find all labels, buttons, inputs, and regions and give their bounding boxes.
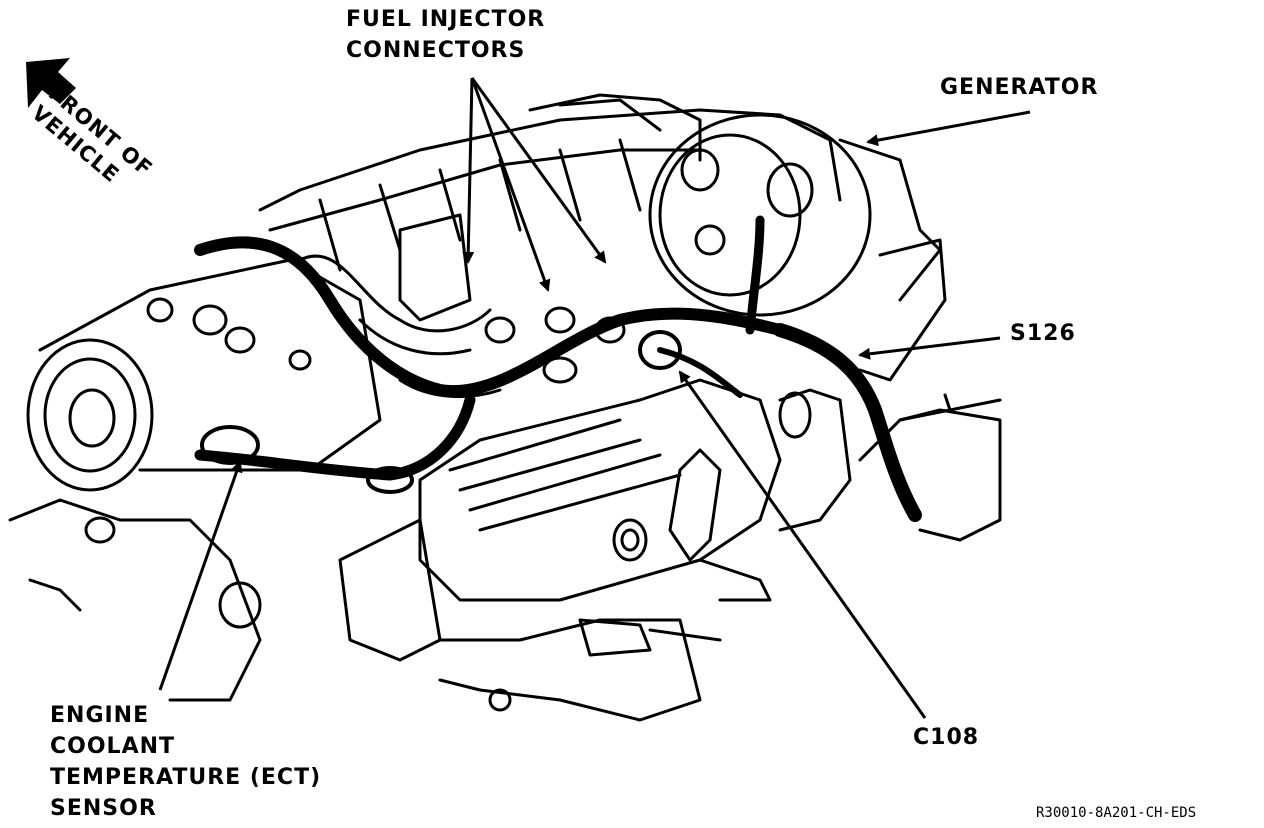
ect-line-4: SENSOR	[50, 796, 157, 821]
fuel-injector-connectors-label: FUEL INJECTOR CONNECTORS	[346, 4, 545, 66]
fuel-injector-leader-1	[462, 77, 475, 264]
s126-label: S126	[1010, 321, 1076, 346]
fuel-line-2: CONNECTORS	[346, 38, 526, 63]
callout-leaders	[158, 77, 1031, 719]
front-arrow-icon	[26, 58, 76, 108]
fuel-injector-leader-3	[470, 77, 607, 264]
reference-code: R30010-8A201-CH-EDS	[1036, 805, 1197, 821]
c108-label: C108	[913, 725, 980, 750]
engine-illustration	[8, 93, 1002, 722]
ect-line-3: TEMPERATURE (ECT)	[50, 765, 322, 790]
ect-line-2: COOLANT	[50, 734, 176, 759]
generator-label: GENERATOR	[940, 75, 1099, 100]
s126-leader	[858, 336, 1001, 360]
ect-line-1: ENGINE	[50, 703, 150, 728]
c108-leader	[678, 370, 927, 719]
generator-leader	[866, 110, 1031, 147]
fuel-injector-leader-2	[470, 77, 551, 292]
wiring-harness	[194, 215, 922, 522]
fuel-line-1: FUEL INJECTOR	[346, 7, 546, 32]
ect-sensor-label: ENGINE COOLANT TEMPERATURE (ECT) SENSOR	[50, 700, 321, 824]
ect-leader	[158, 460, 243, 691]
